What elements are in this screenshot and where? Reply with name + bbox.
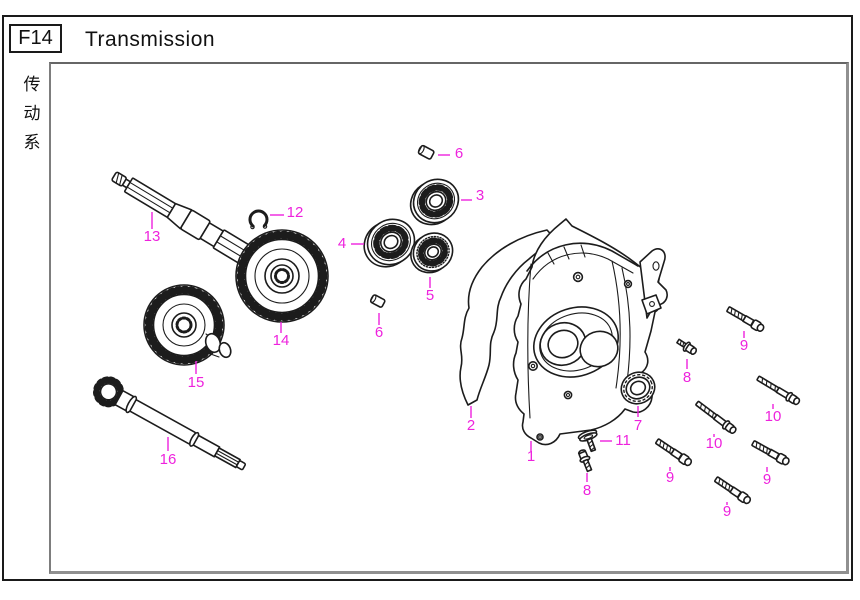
- callout-7: 7: [633, 417, 643, 434]
- side-label-chinese: 传 动 系: [20, 70, 44, 153]
- callout-4: 4: [337, 235, 347, 252]
- callout-12: 12: [286, 204, 304, 221]
- callout-10a: 10: [764, 408, 782, 425]
- callout-16: 16: [159, 451, 177, 468]
- figure-code-box: F14: [9, 24, 62, 53]
- callout-15: 15: [187, 374, 205, 391]
- side-label-char-2: 动: [23, 104, 41, 124]
- side-label-char-1: 传: [23, 75, 41, 95]
- callout-2: 2: [466, 417, 476, 434]
- callout-9b: 9: [665, 469, 675, 486]
- callout-6-bottom: 6: [374, 324, 384, 341]
- callout-1: 1: [526, 448, 536, 465]
- page-title: Transmission: [85, 28, 216, 51]
- callout-13: 13: [143, 228, 161, 245]
- callout-14: 14: [272, 332, 290, 349]
- diagram-area: [49, 62, 849, 574]
- figure-code: F14: [18, 27, 53, 49]
- callout-6-top: 6: [454, 145, 464, 162]
- callout-3: 3: [475, 187, 485, 204]
- callout-11: 11: [615, 432, 631, 449]
- callout-9c: 9: [762, 471, 772, 488]
- callout-9a: 9: [739, 337, 749, 354]
- callout-5: 5: [425, 287, 435, 304]
- side-label-char-3: 系: [23, 133, 41, 153]
- callout-9d: 9: [722, 503, 732, 520]
- callout-8-bottom: 8: [582, 482, 592, 499]
- callout-8-right: 8: [682, 369, 692, 386]
- callout-10b: 10: [705, 435, 723, 452]
